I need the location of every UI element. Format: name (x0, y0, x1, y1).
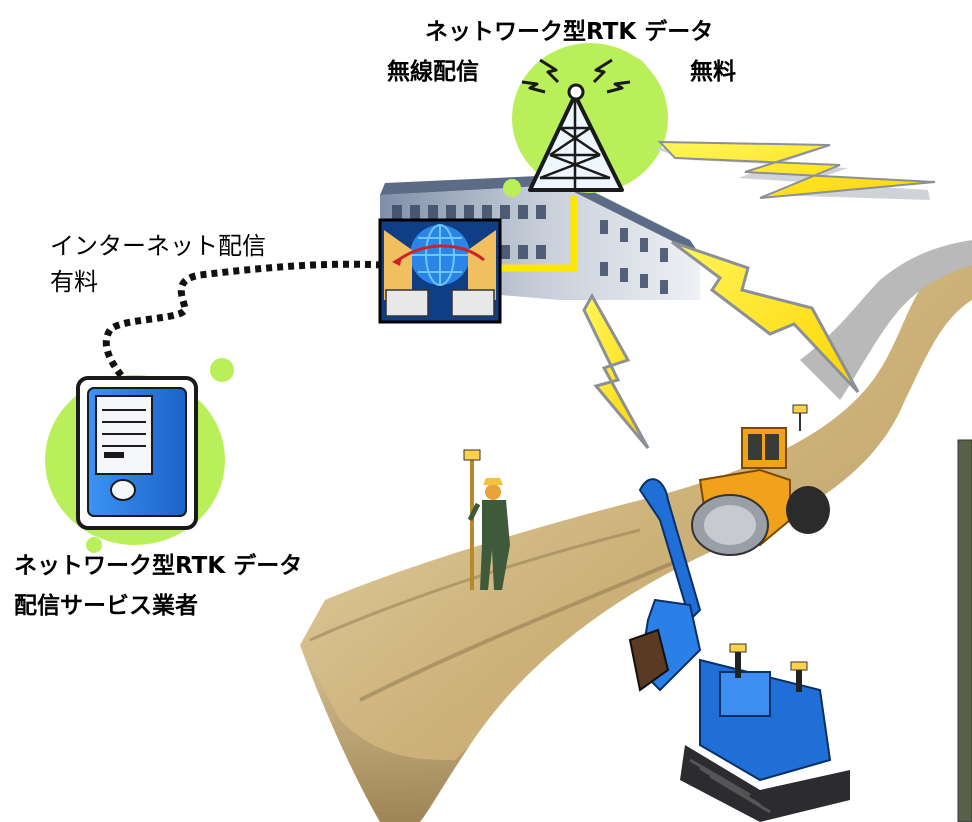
tower-title: ネットワーク型RTK データ (425, 19, 714, 45)
excavator-icon (628, 478, 850, 822)
internet-connection-line (102, 260, 383, 383)
provider-label-line1: ネットワーク型RTK データ (14, 553, 303, 579)
radio-tower-icon (503, 43, 668, 197)
road-roller-icon (691, 404, 830, 556)
road (300, 240, 972, 822)
internet-label-line2: 有料 (50, 268, 98, 296)
provider-label-line2: 配信サービス業者 (14, 593, 198, 619)
internet-gateway-icon (378, 218, 502, 324)
tower-left-label: 無線配信 (387, 59, 479, 85)
surveyor-icon (463, 449, 510, 590)
lightning-icon (582, 140, 936, 449)
server-icon (45, 358, 234, 553)
internet-label-line1: インターネット配信 (50, 232, 266, 260)
site-photo (957, 439, 972, 822)
data-cable (498, 196, 578, 272)
tower-right-label: 無料 (690, 59, 736, 85)
